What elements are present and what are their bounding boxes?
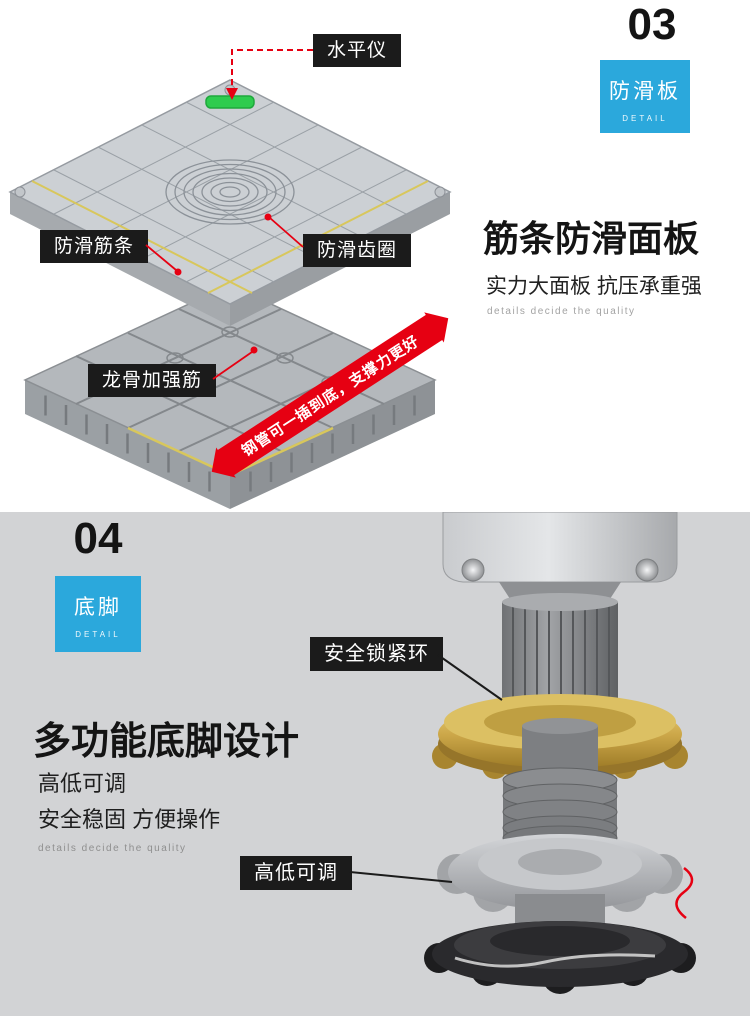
section1-headline: 筋条防滑面板	[483, 218, 700, 259]
tray-slot-texture	[44, 395, 416, 492]
callout-level-meter: 水平仪	[313, 34, 402, 67]
callout-lock-ring: 安全锁紧环	[310, 637, 443, 671]
section-number-03: 03	[627, 0, 677, 49]
bolt-shape	[461, 558, 485, 582]
badge-subtitle: DETAIL	[622, 114, 668, 123]
section2-headline: 多功能底脚设计	[33, 721, 300, 763]
adjuster-foot-shape	[437, 834, 683, 922]
section2-tagline: details decide the quality	[38, 843, 187, 854]
section-03-antislip-panel: 钢管可一插到底，支撑力更好 水平仪 防滑筋条 防滑齿圈 龙骨加强筋 03 防滑板…	[0, 0, 750, 512]
callout-keel-rib: 龙骨加强筋	[88, 364, 217, 397]
callout-antislip-gear-ring: 防滑齿圈	[303, 234, 412, 267]
callout-antislip-rib: 防滑筋条	[40, 230, 149, 263]
detail-badge-04: 底脚 DETAIL	[55, 576, 141, 652]
bolt-shape	[635, 558, 659, 582]
adjustable-foot-illustration	[424, 512, 696, 994]
badge-title: 防滑板	[609, 80, 681, 103]
callout-height-adjust: 高低可调	[240, 856, 352, 890]
suction-cup-shape	[424, 921, 696, 994]
section1-tagline: details decide the quality	[487, 306, 636, 317]
badge-title: 底脚	[74, 596, 122, 619]
section2-feature-line2: 安全稳固 方便操作	[38, 807, 221, 832]
section1-subheadline: 实力大面板 抗压承重强	[486, 275, 702, 298]
level-bubble-shape	[205, 95, 255, 109]
badge-subtitle: DETAIL	[75, 630, 121, 639]
antislip-gear-ring-shape	[165, 159, 295, 225]
section-04-foot: 安全锁紧环 高低可调 04 底脚 DETAIL 多功能底脚设计 高低可调 安全稳…	[0, 512, 750, 1016]
section2-feature-line1: 高低可调	[38, 771, 127, 796]
detail-badge-03: 防滑板 DETAIL	[600, 60, 690, 133]
section-number-04: 04	[73, 514, 123, 563]
